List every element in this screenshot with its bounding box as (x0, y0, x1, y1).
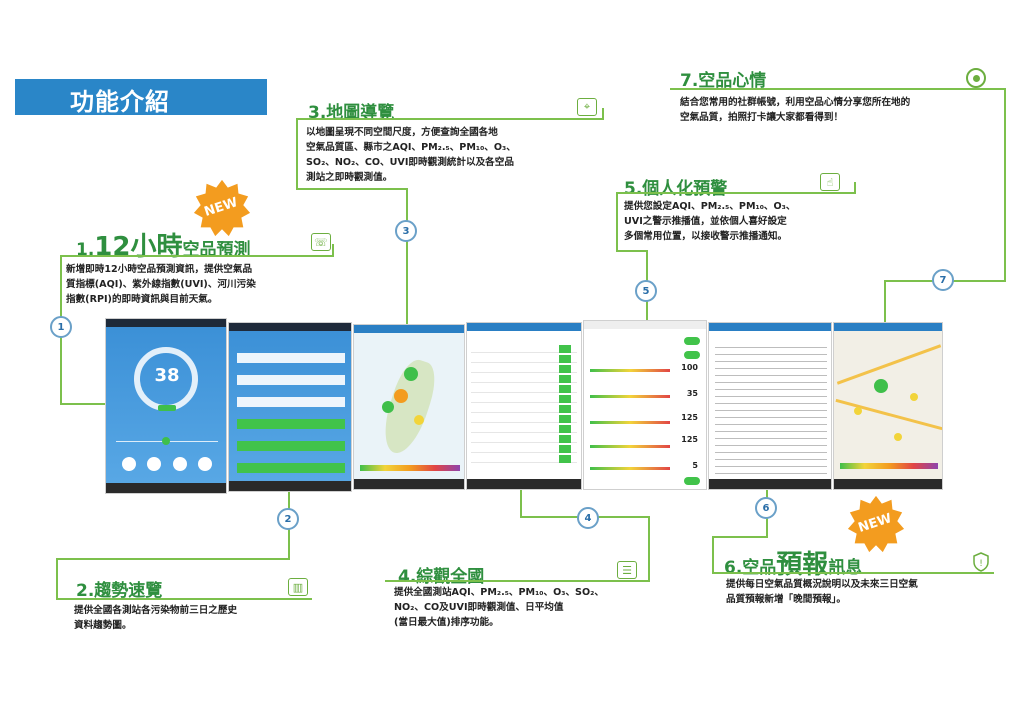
section-5-line: 提供您設定AQI、PM₂.₅、PM₁₀、O₃、 (624, 201, 796, 212)
section-1-line: 指數(RPI)的即時資訊與目前天氣。 (66, 294, 218, 305)
section-2-connector-h (56, 558, 290, 560)
header-banner (15, 79, 267, 115)
map-icon: ⌖ (577, 98, 597, 116)
section-4-underline (385, 580, 650, 582)
section-4-line: 提供全國測站AQI、PM₂.₅、PM₁₀、O₃、SO₂、 (394, 587, 604, 598)
section-4-line: NO₂、CO及UVI即時觀測值、日平均值 (394, 602, 564, 613)
section-2-connector-v (56, 558, 58, 598)
section-6-connector-l (712, 536, 714, 574)
alert-value: 5 (692, 461, 698, 470)
page-title: 功能介紹 (70, 88, 170, 116)
section-5-line: 多個常用位置，以接收警示推播通知。 (624, 231, 788, 242)
phone-icon: ☏ (311, 233, 331, 251)
alert-value: 100 (681, 363, 698, 372)
bar-chart-icon: ▥ (288, 578, 308, 596)
new-badge-icon: NEW (192, 178, 252, 238)
phone-forecast-screen: 38 (105, 318, 227, 494)
section-1-corner (332, 244, 334, 256)
phone-trend-screen (228, 322, 352, 492)
alert-value: 125 (681, 413, 698, 422)
section-1-underline (62, 255, 334, 257)
section-2-underline (56, 598, 312, 600)
section-2-line: 資料趨勢圖。 (74, 620, 132, 631)
section-7-connector-v (884, 280, 886, 324)
section-2-title: 2.趨勢速覽 (76, 581, 163, 601)
phone-alert-screen: 100 35 125 125 5 (583, 320, 707, 490)
marker-6: 6 (755, 497, 777, 519)
marker-7: 7 (932, 269, 954, 291)
section-5-title: 5.個人化預警 (624, 179, 728, 199)
list-icon: ☰ (617, 561, 637, 579)
section-6-title-a: 空品 (742, 558, 777, 578)
section-2-line: 提供全國各測站各污染物前三日之歷史 (74, 605, 238, 616)
section-6-title-b: 訊息 (828, 558, 863, 578)
marker-5: 5 (635, 280, 657, 302)
section-6-description: 提供每日空氣品質概況說明以及未來三日空氣 品質預報新增「晚間預報」。 (726, 577, 996, 607)
section-3-corner (602, 108, 604, 120)
section-3-line: 測站之即時觀測值。 (306, 172, 393, 183)
section-3-line: 以地圖呈現不同空間尺度，方便查詢全國各地 (306, 127, 498, 138)
section-6-number: 6. (724, 558, 743, 578)
pointer-icon: ☝ (820, 173, 840, 191)
marker-4: 4 (577, 507, 599, 529)
section-1-number: 1. (76, 240, 95, 260)
phone-table-screen (466, 322, 582, 490)
section-5-underline (616, 192, 856, 194)
section-1-connector-h (60, 403, 106, 405)
section-3-connector-l (296, 118, 298, 190)
section-1-title: 1.12小時空品預測 (76, 226, 250, 263)
section-7-description: 結合您常用的社群帳號，利用空品心情分享您所在地的 空氣品質，拍照打卡讓大家都看得… (680, 95, 1000, 125)
phone-map-screen (353, 324, 465, 490)
section-1-line: 新增即時12小時空品預測資訊，提供空氣品 (66, 264, 253, 275)
section-7-title: 7.空品心情 (680, 71, 767, 91)
section-5-connector-h (616, 250, 648, 252)
aqi-value: 38 (154, 365, 180, 386)
section-4-line: (當日最大值)排序功能。 (394, 617, 499, 628)
section-3-line: 空氣品質區、縣市之AQI、PM₂.₅、PM₁₀、O₃、 (306, 142, 516, 153)
section-5-corner (854, 182, 856, 194)
section-7-underline (670, 88, 1006, 90)
section-7-connector-r (1004, 88, 1006, 282)
section-3-line: SO₂、NO₂、CO、UVI即時觀測統計以及各空品 (306, 157, 514, 168)
section-1-title-rest: 空品預測 (182, 240, 251, 260)
phone-mood-screen (833, 322, 943, 490)
section-3-underline (296, 118, 604, 120)
section-1-title-big: 12小時 (94, 232, 183, 262)
section-7-line: 結合您常用的社群帳號，利用空品心情分享您所在地的 (680, 97, 911, 108)
section-1-description: 新增即時12小時空品預測資訊，提供空氣品 質指標(AQI)、紫外線指數(UVI)… (66, 262, 346, 307)
phone-report-screen (708, 322, 832, 490)
section-4-title: 4.綜觀全國 (398, 567, 485, 587)
alert-value: 125 (681, 435, 698, 444)
section-4-connector-v (648, 516, 650, 580)
section-4-description: 提供全國測站AQI、PM₂.₅、PM₁₀、O₃、SO₂、 NO₂、CO及UVI即… (394, 585, 664, 630)
alert-value: 35 (686, 389, 698, 398)
section-4-connector-l (520, 488, 522, 518)
section-1-line: 質指標(AQI)、紫外線指數(UVI)、河川污染 (66, 279, 256, 290)
section-3-description: 以地圖呈現不同空間尺度，方便查詢全國各地 空氣品質區、縣市之AQI、PM₂.₅、… (306, 125, 606, 185)
section-3-connector-h (296, 188, 408, 190)
section-5-description: 提供您設定AQI、PM₂.₅、PM₁₀、O₃、 UVI之警示推播值，並依個人喜好… (624, 199, 860, 244)
shield-icon: ! (972, 552, 990, 572)
svg-text:!: ! (979, 559, 983, 569)
section-7-line: 空氣品質，拍照打卡讓大家都看得到！ (680, 112, 844, 123)
section-5-line: UVI之警示推播值，並依個人喜好設定 (624, 216, 787, 227)
section-2-description: 提供全國各測站各污染物前三日之歷史 資料趨勢圖。 (74, 603, 324, 633)
section-6-line: 提供每日空氣品質概況說明以及未來三日空氣 (726, 579, 918, 590)
section-6-line: 品質預報新增「晚間預報」。 (726, 594, 846, 605)
marker-1: 1 (50, 316, 72, 338)
marker-3: 3 (395, 220, 417, 242)
section-3-connector-v (406, 188, 408, 326)
new-badge-icon: NEW (846, 494, 906, 554)
section-6-connector-h (712, 536, 768, 538)
section-5-connector-l (616, 192, 618, 252)
section-6-underline (712, 572, 994, 574)
marker-2: 2 (277, 508, 299, 530)
camera-icon (966, 68, 986, 88)
section-6-title-big: 預報 (776, 550, 829, 580)
section-6-title: 6.空品預報訊息 (724, 544, 862, 581)
